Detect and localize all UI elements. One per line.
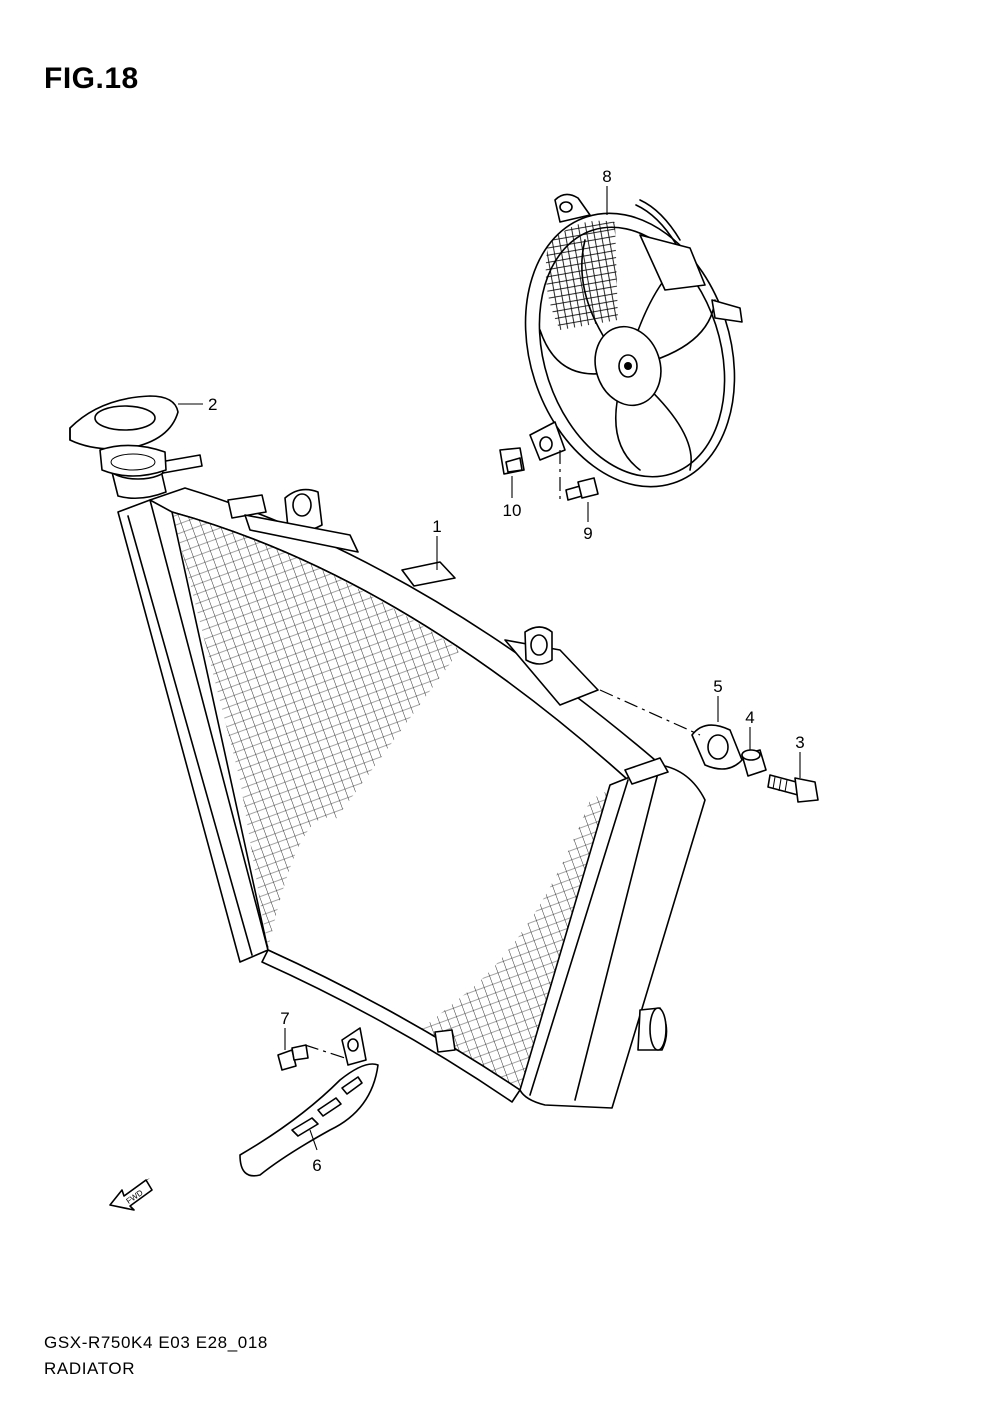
radiator-cap bbox=[69, 395, 179, 477]
bolt-part-7 bbox=[277, 1044, 309, 1071]
figure-name: RADIATOR bbox=[44, 1359, 136, 1378]
radiator-core bbox=[109, 454, 706, 1109]
callout-1: 1 bbox=[432, 517, 441, 536]
callout-4: 4 bbox=[745, 708, 754, 727]
callouts: 1 2 3 4 5 6 7 8 9 10 bbox=[178, 167, 805, 1175]
nut-part-10 bbox=[499, 447, 525, 475]
assembly-lines bbox=[304, 450, 701, 1059]
callout-9: 9 bbox=[583, 524, 592, 543]
bolt-part-9 bbox=[565, 477, 599, 501]
callout-10: 10 bbox=[503, 501, 522, 520]
callout-6: 6 bbox=[312, 1156, 321, 1175]
cooling-fan-assembly bbox=[524, 193, 743, 488]
cushion-part-5 bbox=[691, 724, 743, 770]
callout-2: 2 bbox=[208, 395, 217, 414]
callout-8: 8 bbox=[602, 167, 611, 186]
guard-part-6 bbox=[239, 1027, 379, 1177]
bolt-part-3 bbox=[767, 774, 819, 803]
callout-3: 3 bbox=[795, 733, 804, 752]
collar-part-4 bbox=[741, 749, 767, 777]
figure-title: FIG.18 bbox=[44, 62, 139, 95]
model-code: GSX-R750K4 E03 E28_018 bbox=[44, 1333, 268, 1352]
callout-5: 5 bbox=[713, 677, 722, 696]
callout-7: 7 bbox=[280, 1009, 289, 1028]
fwd-arrow: FWD bbox=[109, 1178, 153, 1211]
